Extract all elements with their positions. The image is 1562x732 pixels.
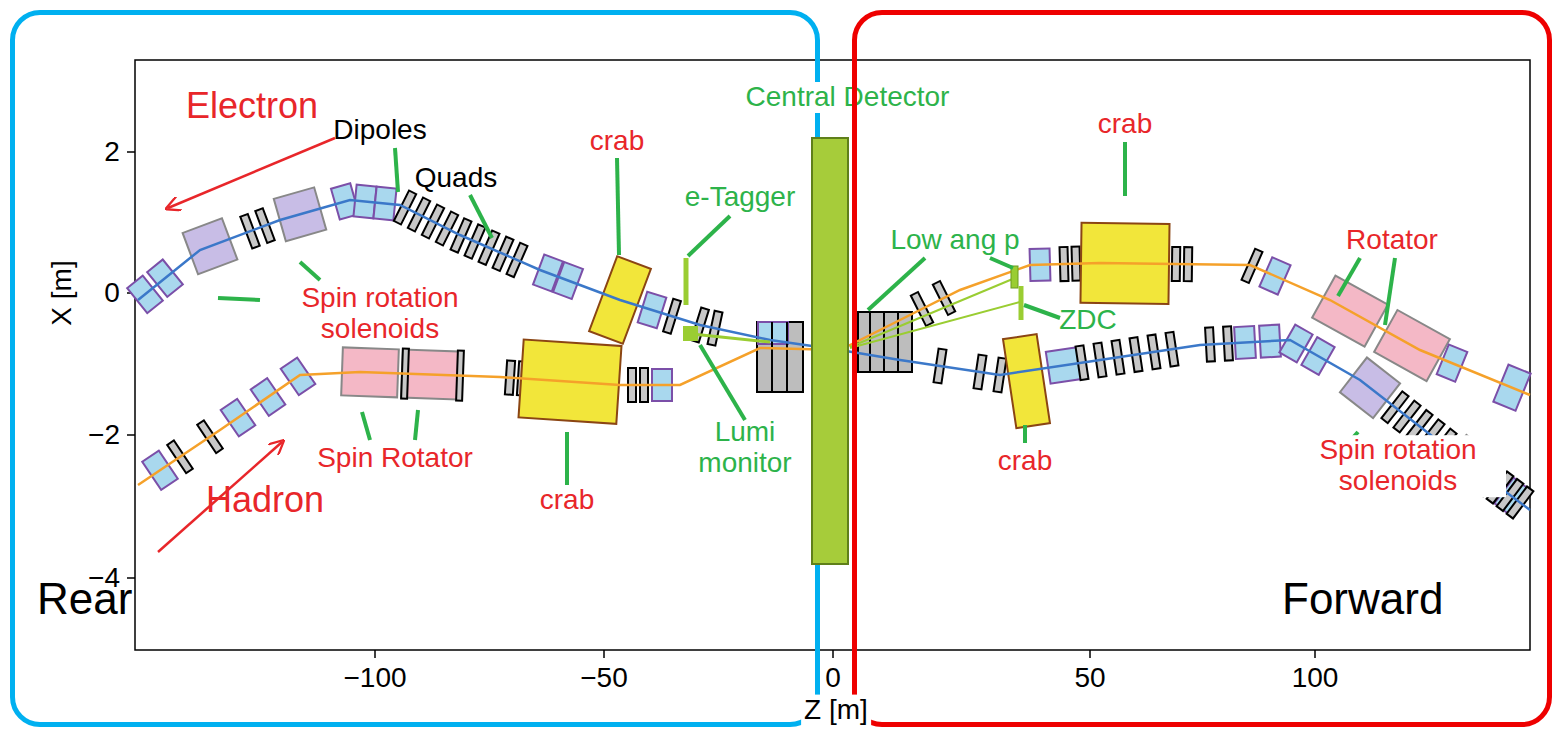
leader-line: [868, 258, 925, 310]
tick-label: 50: [1074, 663, 1105, 694]
axis-tick: [127, 151, 135, 153]
axis-tick: [127, 434, 135, 436]
lumi-monitor-box: [683, 326, 698, 341]
component-label: Spin rotation solenoids: [1290, 435, 1506, 497]
detector-label: ZDC: [1059, 305, 1117, 336]
leader-line: [565, 432, 569, 485]
leader-line: [470, 195, 492, 238]
ir-quad-block: [757, 322, 803, 392]
tick-label: 2: [104, 137, 120, 168]
detector-label: Lumi monitor: [680, 417, 810, 479]
leader-line: [1385, 258, 1395, 325]
leader-line: [617, 158, 619, 255]
detector-body: [811, 137, 849, 565]
tick-label: 100: [1292, 663, 1339, 694]
photon-line: [692, 334, 770, 342]
ir-quad-block: [858, 312, 912, 372]
plot-frame: [135, 60, 1530, 650]
quad-divider: [883, 312, 885, 372]
beam-name: Hadron: [206, 480, 324, 520]
electron-direction-arrow: [168, 138, 335, 208]
quad-divider: [771, 322, 773, 392]
leader-line: [1023, 425, 1027, 443]
forward-region: Forward: [852, 10, 1552, 727]
axis-tick: [1314, 650, 1316, 658]
central-detector: Central Detector: [705, 82, 990, 568]
component-label: crab: [540, 485, 594, 516]
leader-line: [300, 262, 320, 280]
crab-cavity: [1003, 334, 1050, 428]
axis-tick: [1089, 650, 1091, 658]
axis-tick: [374, 650, 376, 658]
component-label: crab: [998, 446, 1052, 477]
leader-line: [990, 258, 1013, 268]
zdc-plane: [1019, 286, 1024, 320]
component-label: crab: [590, 126, 644, 157]
tick-label: −4: [88, 563, 120, 594]
region-label: Central Detector: [744, 82, 952, 113]
quad-divider: [786, 322, 788, 392]
axis-title: Z [m]: [801, 695, 871, 726]
neutral-line: [850, 302, 1020, 348]
tick-label: −2: [88, 420, 120, 451]
region-label: Forward: [1282, 575, 1443, 623]
axis-tick: [603, 650, 605, 658]
magnet-label: Dipoles: [333, 115, 426, 146]
detector-label: Low ang p: [890, 225, 1019, 256]
tick-label: −50: [580, 663, 628, 694]
component-label: Spin rotation solenoids: [275, 283, 485, 345]
leader-line: [700, 345, 745, 420]
axis-title: X [m]: [47, 260, 78, 325]
leader-line: [415, 410, 418, 440]
magnet-label: Quads: [415, 163, 498, 194]
leader-line: [218, 298, 260, 300]
e-tagger-plane: [684, 258, 689, 305]
leader-line: [1123, 142, 1127, 196]
leader-line: [688, 216, 730, 256]
detector-label: e-Tagger: [685, 182, 796, 213]
component-label: Rotator: [1346, 225, 1438, 256]
tick-label: −100: [343, 663, 406, 694]
leader-line: [1338, 258, 1360, 296]
tick-label: 0: [825, 663, 841, 694]
tick-label: 0: [104, 278, 120, 309]
neutral-line: [850, 278, 1015, 347]
leader-line: [362, 412, 370, 440]
component-label: Spin Rotator: [317, 443, 473, 474]
leader-line: [1024, 305, 1060, 318]
axis-tick: [832, 650, 834, 658]
component-label: crab: [1098, 109, 1152, 140]
leader-line: [395, 148, 398, 192]
beam-name: Electron: [186, 86, 318, 126]
